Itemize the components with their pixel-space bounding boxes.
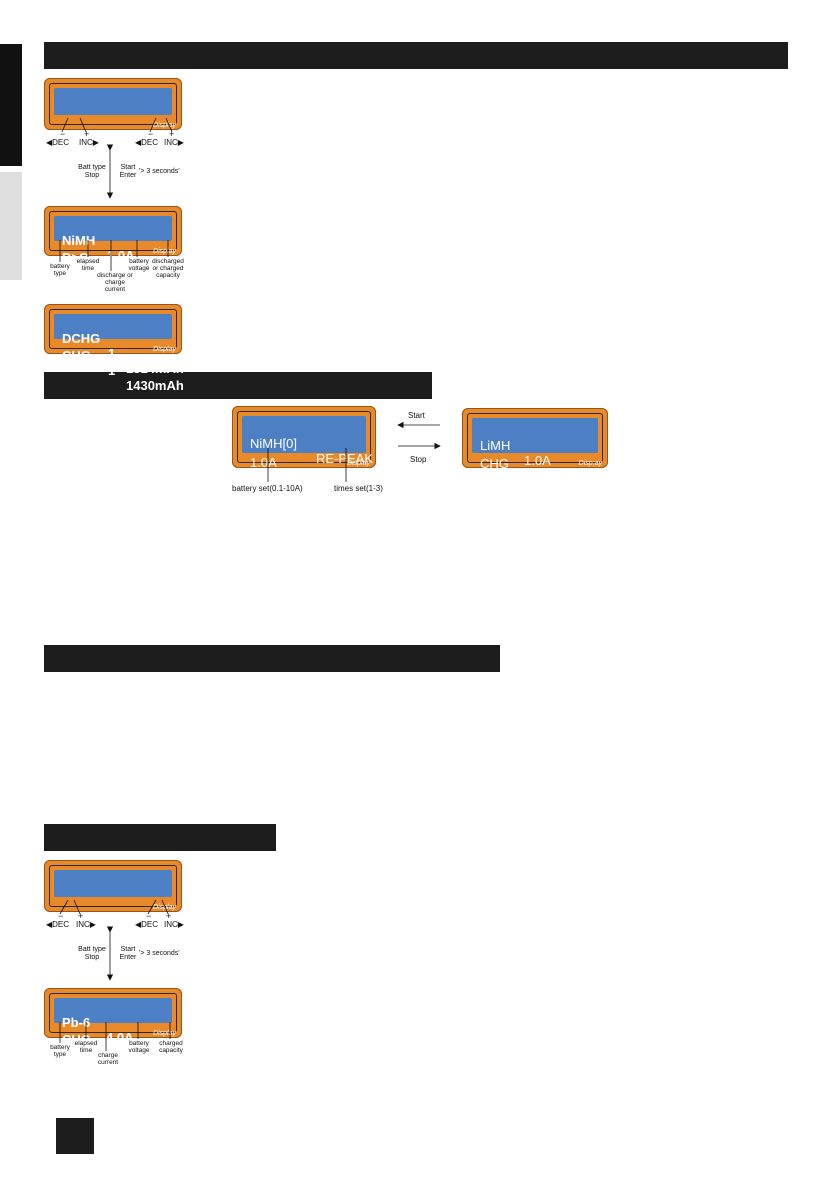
start-label: Start (408, 411, 425, 420)
lcd-screen (54, 88, 172, 115)
discharge-capacity: 1314mAh (126, 361, 184, 376)
section-header-bar-4 (44, 824, 276, 851)
display-label: Display (153, 346, 176, 353)
mode-value: CHG (480, 456, 509, 471)
dec-button[interactable]: ◀DEC (46, 920, 70, 929)
current-value: 1.0A (524, 453, 551, 468)
inc-button[interactable]: INC▶ (164, 920, 184, 929)
display-label: Disp;ay (578, 460, 602, 467)
start-label: Start (120, 946, 136, 953)
battery-voltage-caption: battery voltage (128, 258, 150, 272)
inc-button[interactable]: INC▶ (164, 138, 184, 147)
capacity-value: 00682 (150, 1062, 187, 1077)
inc-button[interactable]: INC▶ (79, 138, 99, 147)
dec-button[interactable]: ◀DEC (135, 138, 159, 147)
times-set-value: 1 (362, 470, 370, 485)
current-value: 1.0A (107, 248, 135, 263)
lcd-screen (54, 870, 172, 897)
plus-sign: + (166, 911, 172, 921)
discharge-count: 1 (108, 346, 116, 361)
side-tab-active (0, 44, 22, 166)
stop-label: Stop (410, 455, 427, 464)
elapsed-time-value: 022:45 (100, 265, 141, 280)
display-label: Display (153, 904, 176, 911)
display-label: Display (347, 460, 370, 467)
elapsed-time-caption: elapsed time (76, 258, 100, 272)
charge-capacity: 1430mAh (126, 378, 184, 393)
display-label: Display (153, 122, 176, 129)
stop-label: Stop (84, 954, 100, 961)
dec-button[interactable]: ◀DEC (135, 920, 159, 929)
current-caption: charge current (97, 1052, 119, 1066)
current-caption: discharge or charge current (97, 272, 133, 293)
section-header-bar-2 (44, 372, 432, 399)
capacity-caption: charged capacity (159, 1040, 183, 1054)
capacity-value: 00890 (148, 280, 185, 295)
batt-type-label: Batt type (78, 164, 106, 171)
minus-sign: − (146, 911, 152, 921)
voltage-value: 7.42V (151, 263, 185, 278)
minus-sign: − (148, 129, 154, 139)
battery-type-caption: battery type (50, 1044, 70, 1058)
battery-program-value: NiMH[0] (250, 436, 297, 451)
plus-sign: + (169, 129, 175, 139)
hold-duration-label: '> 3 seconds' (139, 168, 180, 175)
display-label: Display (153, 248, 176, 255)
minus-sign: − (60, 129, 66, 139)
page-number-box (56, 1118, 94, 1154)
charge-label: CHG (62, 348, 91, 363)
elapsed-time-caption: elapsed time (74, 1040, 98, 1054)
battery-set-value: 1.0A (250, 455, 277, 470)
battery-type-value: Pb-6 (62, 1015, 91, 1030)
battery-set-caption: battery set(0.1-10A) (232, 484, 303, 493)
discharge-label: DCHG (62, 331, 101, 346)
repeak-run-display: LiMH 1.0A 7.96V CHG 000:07 00001 Disp;ay (462, 408, 608, 501)
elapsed-time-value: 000:07 (518, 471, 558, 486)
blank-display-panel: Display (44, 860, 182, 912)
capacity-value: 00001 (567, 486, 604, 501)
section-header-bar-3 (44, 645, 500, 672)
capacity-caption: discharged or charged capacity (152, 258, 184, 279)
battery-type-value: NiMH (62, 233, 96, 248)
summary-display: DCHG 1 1314mAh CHG 1 1430mAh Display (44, 304, 184, 393)
repeak-setup-display: NiMH[0] RE-PEAK 1.0A 1 Display (232, 406, 376, 485)
current-value: 4.0A (106, 1030, 134, 1045)
plus-sign: + (84, 129, 90, 139)
minus-sign: − (58, 911, 64, 921)
transition-right-label: Start Enter (116, 164, 140, 180)
pb-status-display: Pb-6 4.0A 12.59V CHG 022:43 00682 Displa… (44, 988, 187, 1077)
transition-right-label: Start Enter (116, 946, 140, 962)
mode-value: D>C (62, 250, 89, 265)
repeak-mode-value: RE-PEAK (316, 451, 374, 466)
display-label: Display (153, 1030, 176, 1037)
charge-count: 1 (108, 363, 116, 378)
elapsed-time-value: 022:43 (100, 1047, 141, 1062)
transition-left-label: Batt type Stop (72, 164, 112, 180)
hold-duration-label: '> 3 seconds' (139, 950, 180, 957)
battery-type-value: LiMH (480, 438, 511, 453)
transition-left-label: Batt type Stop (72, 946, 112, 962)
enter-label: Enter (119, 172, 137, 179)
side-tab-inactive (0, 172, 22, 280)
voltage-value: 12.59V (146, 1045, 188, 1060)
times-set-caption: times set(1-3) (334, 484, 383, 493)
start-label: Start (120, 164, 136, 171)
enter-label: Enter (119, 954, 137, 961)
section-header-bar-1 (44, 42, 788, 69)
plus-sign: + (78, 911, 84, 921)
dec-button[interactable]: ◀DEC (46, 138, 70, 147)
nimh-status-display: NiMH 1.0A 7.42V D>C 022:45 00890 Display (44, 206, 185, 295)
batt-type-label: Batt type (78, 946, 106, 953)
inc-button[interactable]: INC▶ (76, 920, 96, 929)
mode-value: CHG (62, 1032, 91, 1047)
stop-label: Stop (84, 172, 100, 179)
battery-voltage-caption: battery voltage (128, 1040, 150, 1054)
voltage-value: 7.96V (574, 468, 608, 483)
battery-type-caption: battery type (50, 263, 70, 277)
